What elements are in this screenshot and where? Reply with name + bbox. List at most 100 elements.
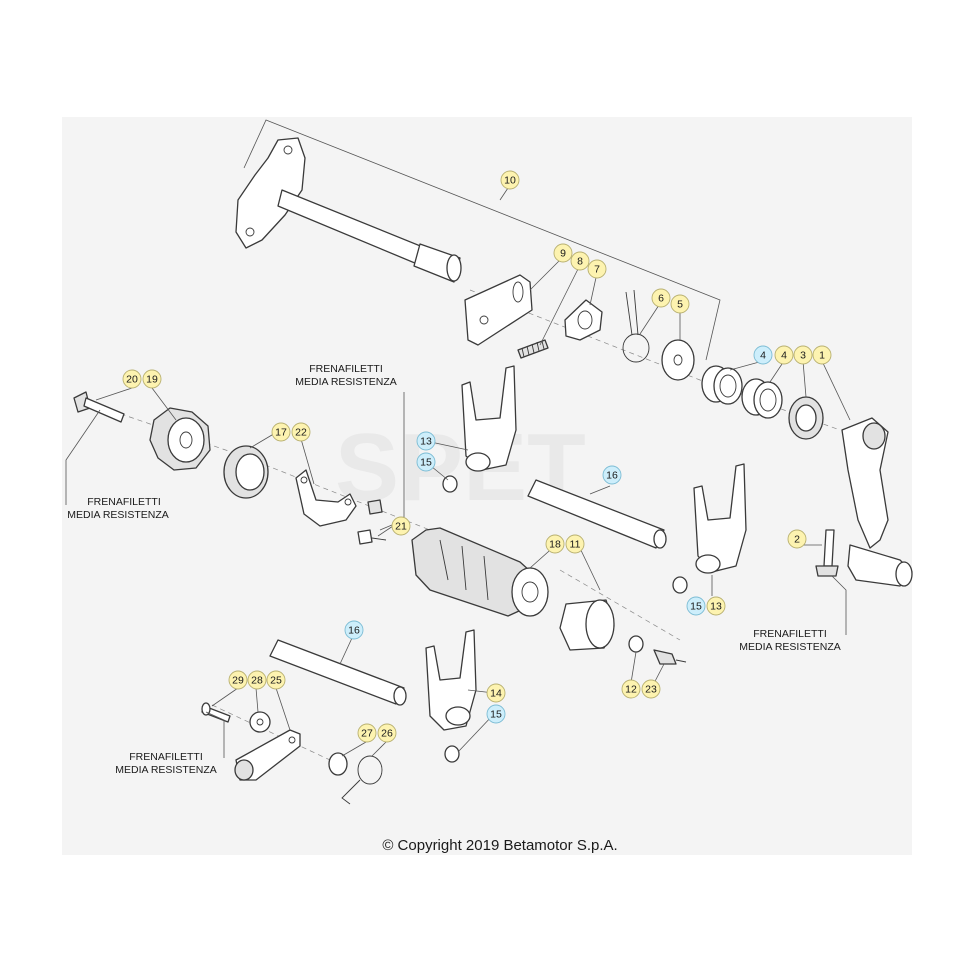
callout-number: 15 — [420, 457, 432, 469]
callout-6: 6 — [651, 288, 671, 308]
callout-11: 11 — [565, 534, 585, 554]
callout-16: 16 — [602, 465, 622, 485]
leader-note-right — [831, 575, 847, 635]
callout-number: 12 — [625, 684, 637, 696]
svg-text:MEDIA RESISTENZA: MEDIA RESISTENZA — [739, 641, 841, 653]
callout-number: 28 — [251, 675, 263, 687]
callout-bubble — [602, 465, 622, 485]
callout-bubble — [565, 534, 585, 554]
callout-4: 4 — [753, 345, 773, 365]
callout-23: 23 — [641, 679, 661, 699]
callout-number: 27 — [361, 728, 373, 740]
callout-21: 21 — [391, 516, 411, 536]
callout-28: 28 — [247, 670, 267, 690]
roller-part-15-upper — [442, 475, 458, 493]
spring-part-26 — [341, 755, 383, 805]
callout-bubble — [486, 683, 506, 703]
callout-number: 10 — [504, 175, 516, 187]
callout-26: 26 — [377, 723, 397, 743]
callout-number: 13 — [420, 436, 432, 448]
callout-bubble — [787, 529, 807, 549]
fork-rod-part-16-lower — [269, 639, 407, 706]
bearing-part-4b — [741, 378, 783, 419]
threadlocker-note-bottom: FRENAFILETTI MEDIA RESISTENZA — [115, 751, 217, 776]
callout-bubble — [793, 345, 813, 365]
callout-number: 20 — [126, 374, 138, 386]
callout-27: 27 — [357, 723, 377, 743]
callout-bubble — [621, 679, 641, 699]
callout-bubble — [391, 516, 411, 536]
bearing-part-4a — [701, 365, 743, 405]
threadlocker-note-left: FRENAFILETTI MEDIA RESISTENZA — [67, 496, 169, 521]
shift-fork-part-13-upper — [461, 365, 517, 472]
callout-25: 25 — [266, 670, 286, 690]
svg-text:FRENAFILETTI: FRENAFILETTI — [87, 496, 161, 508]
callout-bubble — [812, 345, 832, 365]
callout-2: 2 — [787, 529, 807, 549]
callout-12: 12 — [621, 679, 641, 699]
callout-15: 15 — [416, 452, 436, 472]
callout-number: 5 — [677, 299, 683, 311]
callout-bubble — [377, 723, 397, 743]
callout-number: 14 — [490, 688, 502, 700]
svg-text:FRENAFILETTI: FRENAFILETTI — [753, 628, 827, 640]
callout-number: 17 — [275, 427, 287, 439]
callout-number: 9 — [560, 248, 566, 260]
callout-7: 7 — [587, 259, 607, 279]
callout-bubble — [570, 251, 590, 271]
threadlocker-note-right: FRENAFILETTI MEDIA RESISTENZA — [739, 628, 841, 653]
diagram-sheet — [62, 117, 912, 855]
callout-number: 13 — [710, 601, 722, 613]
roller-part-15-lower — [444, 745, 460, 763]
svg-text:FRENAFILETTI: FRENAFILETTI — [129, 751, 203, 763]
callout-number: 8 — [577, 256, 583, 268]
seal-part-17 — [223, 445, 269, 499]
callout-bubble — [142, 369, 162, 389]
washer-part-28 — [249, 711, 271, 733]
callout-number: 18 — [549, 539, 561, 551]
roller-part-15-right — [672, 576, 688, 594]
callout-14: 14 — [486, 683, 506, 703]
callout-20: 20 — [122, 369, 142, 389]
axis-line-bottom — [211, 704, 331, 761]
pin-part-29 — [201, 702, 231, 723]
shift-drum-part-18 — [411, 527, 549, 617]
callout-number: 4 — [781, 350, 787, 362]
group-bracket — [243, 119, 721, 361]
callout-number: 15 — [490, 709, 502, 721]
callout-bubble — [291, 422, 311, 442]
callout-bubble — [774, 345, 794, 365]
callout-18: 18 — [545, 534, 565, 554]
svg-text:FRENAFILETTI: FRENAFILETTI — [309, 363, 383, 375]
callout-bubble — [545, 534, 565, 554]
callout-number: 2 — [794, 534, 800, 546]
bushing-part-27 — [328, 752, 348, 776]
callout-bubble — [706, 596, 726, 616]
shift-fork-part-13-right — [693, 463, 747, 574]
svg-text:MEDIA RESISTENZA: MEDIA RESISTENZA — [67, 509, 169, 521]
oil-seal-part-3 — [788, 396, 824, 440]
shift-lever-part-1 — [841, 417, 913, 587]
callout-17: 17 — [271, 422, 291, 442]
star-wheel-part-19 — [149, 407, 211, 471]
callout-8: 8 — [570, 251, 590, 271]
leader-note-left — [65, 409, 101, 505]
callout-bubble — [416, 452, 436, 472]
callout-number: 22 — [295, 427, 307, 439]
callout-bubble — [486, 704, 506, 724]
bushing-part-11 — [559, 599, 615, 651]
callout-bubble — [651, 288, 671, 308]
callout-13: 13 — [416, 431, 436, 451]
callout-number: 21 — [395, 521, 407, 533]
bolt-part-20 — [73, 391, 125, 423]
callout-bubble — [122, 369, 142, 389]
screws-part-21 — [357, 499, 387, 545]
shift-shaft-part-10 — [235, 137, 462, 283]
shift-fork-part-14 — [425, 629, 477, 731]
callout-15: 15 — [486, 704, 506, 724]
callout-3: 3 — [793, 345, 813, 365]
selector-arm-part-25 — [234, 729, 301, 781]
callout-bubble — [416, 431, 436, 451]
